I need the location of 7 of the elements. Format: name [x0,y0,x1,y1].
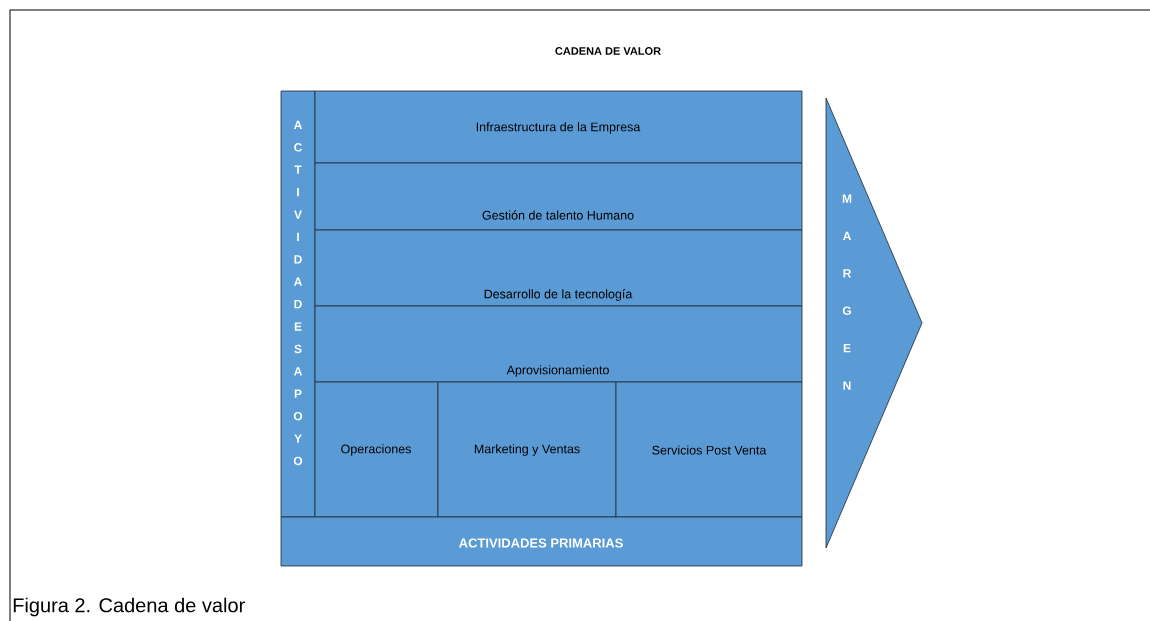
activity-box: Marketing y Ventas [437,381,617,518]
activity-box: Servicios Post Venta [615,381,803,518]
figure-caption: Figura 2. Cadena de valor [13,597,245,617]
activity-box: Operaciones [314,381,439,518]
diagram-title: CADENA DE VALOR [555,47,661,55]
activity-band: ACTIVIDADES PRIMARIAS [280,516,803,567]
band-label: ACTIVIDADESAPOYO [280,90,316,518]
